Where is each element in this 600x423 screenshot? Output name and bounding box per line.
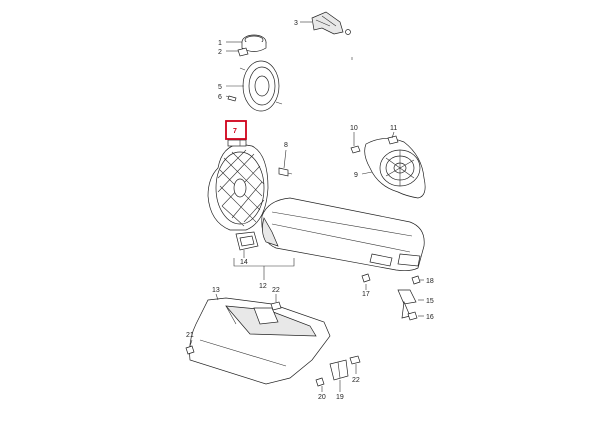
part-3-bracket[interactable] (311, 11, 351, 35)
callout-15[interactable]: 15 (426, 298, 434, 305)
part-6-screw[interactable] (227, 95, 237, 102)
callout-13[interactable]: 13 (212, 287, 220, 294)
callout-7[interactable]: 7 (233, 128, 237, 135)
callout-20[interactable]: 20 (318, 394, 326, 401)
callout-17[interactable]: 17 (362, 291, 370, 298)
callout-1[interactable]: 1 (218, 40, 222, 47)
part-1-tweeter[interactable] (241, 34, 267, 52)
callout-19[interactable]: 19 (336, 394, 344, 401)
part-10-screw[interactable] (350, 145, 361, 154)
highlight-box (225, 120, 247, 140)
callout-8[interactable]: 8 (284, 142, 288, 149)
part-8-bolt[interactable] (278, 167, 293, 177)
callout-6[interactable]: 6 (218, 94, 222, 101)
part-5-speaker[interactable] (239, 60, 283, 112)
callout-16[interactable]: 16 (426, 314, 434, 321)
callout-21[interactable]: 21 (186, 332, 194, 339)
part-16-screw[interactable] (407, 311, 418, 321)
part-7-woofer[interactable] (207, 139, 269, 231)
callout-18[interactable]: 18 (426, 278, 434, 285)
callout-11[interactable]: 11 (390, 125, 397, 132)
part-18-nut[interactable] (411, 275, 421, 285)
callout-10[interactable]: 10 (350, 125, 358, 132)
part-2-clip[interactable] (237, 47, 249, 57)
callout-22b[interactable]: 22 (352, 377, 360, 384)
part-20-screw[interactable] (315, 377, 325, 387)
callout-9[interactable]: 9 (354, 172, 358, 179)
part-22a-clip[interactable] (270, 301, 282, 311)
part-13-lower-housing[interactable] (189, 297, 331, 385)
part-21-screw[interactable] (185, 345, 195, 355)
leader-lines (189, 21, 424, 392)
callout-14[interactable]: 14 (240, 259, 248, 266)
callout-5[interactable]: 5 (218, 84, 222, 91)
part-12-trim-panel[interactable] (261, 197, 425, 272)
part-11-clip[interactable] (387, 135, 399, 145)
part-22b-clip[interactable] (349, 355, 361, 365)
callout-3[interactable]: 3 (294, 20, 298, 27)
callout-22a[interactable]: 22 (272, 287, 280, 294)
callout-2[interactable]: 2 (218, 49, 222, 56)
callout-12[interactable]: 12 (259, 283, 267, 290)
part-17-screw[interactable] (361, 273, 371, 283)
part-19-bracket[interactable] (329, 359, 349, 381)
part-9-speaker-bracket[interactable] (364, 138, 426, 199)
part-14-gasket[interactable] (235, 231, 259, 251)
